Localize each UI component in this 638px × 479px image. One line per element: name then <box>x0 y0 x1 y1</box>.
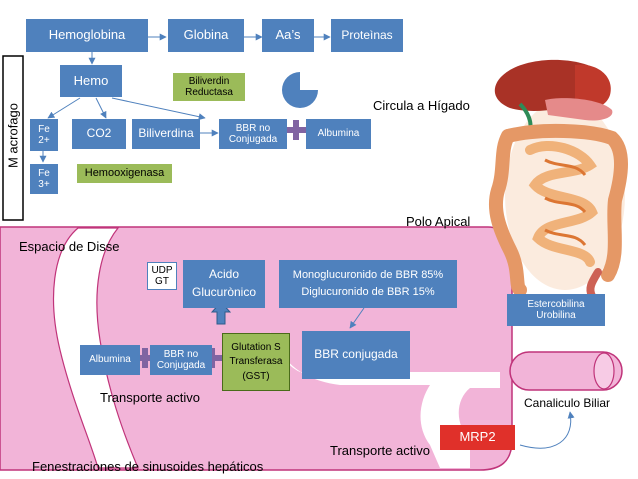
acido-glucuronico-line1: Acido <box>208 267 240 282</box>
plus-icons <box>135 120 306 368</box>
albumina-low-box: Albumina <box>80 345 140 375</box>
transporte-activo-label-1: Transporte activo <box>100 390 200 405</box>
plus-icon <box>286 120 306 140</box>
plus-icon <box>135 348 155 368</box>
udp-gt-line2: GT <box>155 276 169 287</box>
gst-line1: Glutation S <box>231 341 281 353</box>
bbr-no-conjugada-low-line2: Conjugada <box>156 360 206 371</box>
estercobilina-line2: Urobilina <box>536 310 576 321</box>
digestive-system-illustration <box>488 59 628 300</box>
fe2-line1: Fe <box>38 123 50 135</box>
globina-box: Globina <box>168 19 244 52</box>
co2-box: CO2 <box>72 119 126 149</box>
canaliculo-label: Canaliculo Biliar <box>524 396 611 410</box>
fe3-line1: Fe <box>38 167 50 179</box>
bbr-conjugada-box: BBR conjugada <box>302 331 410 379</box>
transporte-activo-label-2: Transporte activo <box>330 443 430 458</box>
canaliculo-arrow <box>519 411 575 449</box>
biliverdin-reductasa-box: Biliverdin Reductasa <box>173 73 245 101</box>
aas-box: Aa’s <box>262 19 314 52</box>
glucuronido-line1: Monoglucuronido de BBR 85% <box>292 269 444 282</box>
bbr-no-conjugada-line1: BBR no <box>235 122 271 134</box>
hemoglobina-box: Hemoglobina <box>26 19 148 52</box>
bbr-no-conjugada-line2: Conjugada <box>228 134 278 145</box>
connectors <box>39 33 365 329</box>
gst-line3: (GST) <box>242 370 270 382</box>
estercobilina-line1: Estercobilina <box>527 298 585 310</box>
pie-shape <box>282 72 318 108</box>
biliverdin-reductasa-line1: Biliverdin <box>188 75 230 87</box>
circula-label: Circula a Hígado <box>373 98 470 113</box>
bbr-no-conjugada-box: BBR no Conjugada <box>219 119 287 149</box>
biliverdina-box: Biliverdina <box>132 119 200 149</box>
bbr-no-conjugada-low-line1: BBR no <box>163 348 199 360</box>
mrp2-box: MRP2 <box>440 425 515 450</box>
hemo-box: Hemo <box>60 65 122 97</box>
fe3-line2: 3+ <box>38 179 50 190</box>
fe2-line2: 2+ <box>38 135 50 146</box>
biliverdin-reductasa-line2: Reductasa <box>185 87 233 98</box>
acido-glucuronico-line2: Glucurònico <box>191 285 257 299</box>
udp-gt-box: UDP GT <box>147 262 177 290</box>
glucuronido-line2: Diglucuronido de BBR 15% <box>301 286 435 298</box>
macrofago-box <box>2 55 24 221</box>
estercobilina-box: Estercobilina Urobilina <box>507 294 605 326</box>
hemooxigenasa-box: Hemooxigenasa <box>77 164 172 183</box>
proteinas-box: Proteìnas <box>331 19 403 52</box>
albumina-box: Albumina <box>306 119 371 149</box>
macrofago-label: M acrofago <box>5 102 21 169</box>
bbr-no-conjugada-low-box: BBR no Conjugada <box>150 345 212 375</box>
fe3-box: Fe 3+ <box>30 164 58 194</box>
gst-line2: Transferasa <box>229 356 283 368</box>
acido-glucuronico-box: Acido Glucurònico <box>183 260 265 308</box>
gst-box: Glutation S Transferasa (GST) <box>222 333 290 391</box>
glucuronido-box: Monoglucuronido de BBR 85% Diglucuronido… <box>279 260 457 308</box>
plus-icon <box>202 348 222 368</box>
fe2-box: Fe 2+ <box>30 119 58 151</box>
espacio-disse-label: Espacio de Disse <box>19 239 120 254</box>
udp-gt-line1: UDP <box>151 264 173 276</box>
fenestraciones-label: Fenestraciones de sinusoides hepáticos <box>32 459 264 474</box>
polo-apical-label: Polo Apical <box>406 214 471 229</box>
canaliculo-tube <box>509 351 623 391</box>
